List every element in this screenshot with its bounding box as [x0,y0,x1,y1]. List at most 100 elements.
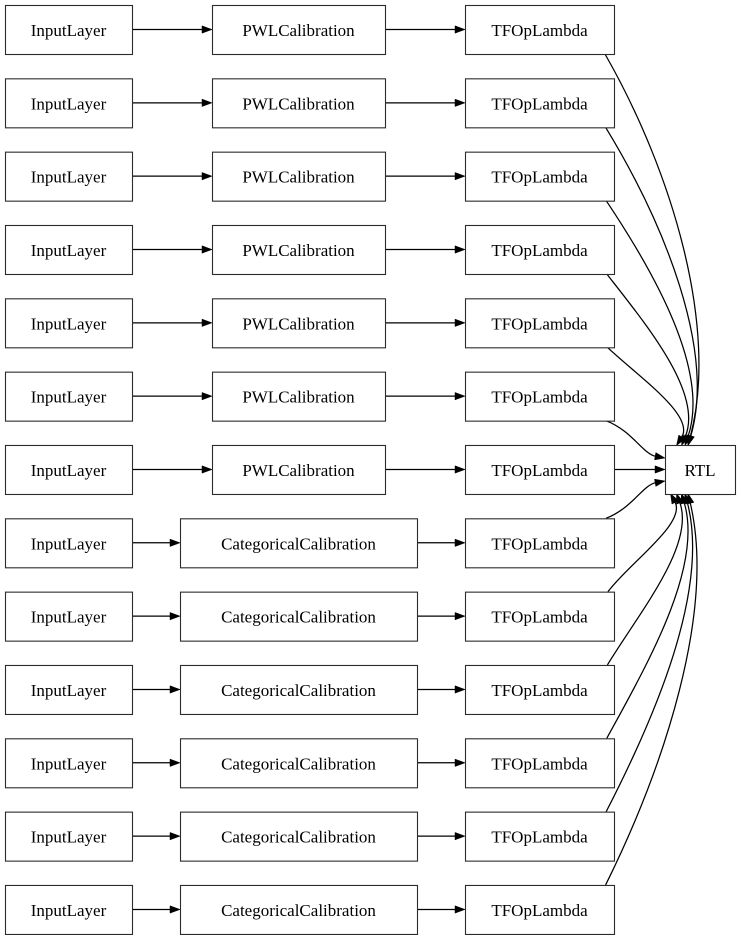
node-input-layer-10[interactable]: InputLayer [4,664,134,716]
node-tfoplambda-6[interactable]: TFOpLambda [464,371,616,422]
node-calibration-11[interactable]: CategoricalCalibration [179,738,419,789]
edge-input-to-calibration-4-arrowhead [201,245,213,254]
node-input-layer-1[interactable]: InputLayer [4,4,134,56]
edge-lambda-to-rtl-9 [607,492,679,593]
node-input-layer-12-label: InputLayer [31,828,107,847]
edge-calibration-to-lambda-10-arrowhead [454,685,466,694]
node-calibration-9-box [179,591,419,642]
node-input-layer-13[interactable]: InputLayer [4,884,134,936]
node-rtl-output[interactable]: RTL [664,444,737,496]
edge-lambda-to-rtl-2 [605,127,698,447]
node-input-layer-2[interactable]: InputLayer [4,78,134,129]
edge-lambda-to-rtl-3-path [605,200,694,437]
node-calibration-10[interactable]: CategoricalCalibration [179,664,419,716]
node-tfoplambda-6-label: TFOpLambda [491,388,588,407]
edge-lambda-to-rtl-7 [613,465,666,474]
edge-lambda-to-rtl-5-path [606,346,685,438]
node-tfoplambda-12[interactable]: TFOpLambda [464,811,616,862]
node-tfoplambda-8-box [464,518,616,569]
node-tfoplambda-10[interactable]: TFOpLambda [464,664,616,716]
edge-input-to-calibration-1-arrowhead [201,25,213,34]
edge-calibration-to-lambda-11-arrowhead [454,758,466,767]
node-input-layer-13-box [4,884,134,936]
edge-lambda-to-rtl-12 [605,492,694,812]
node-input-layer-12[interactable]: InputLayer [4,811,134,862]
node-rtl-output-box [664,444,737,496]
node-calibration-2-box [211,78,387,129]
node-tfoplambda-11[interactable]: TFOpLambda [464,738,616,789]
node-tfoplambda-4-box [464,224,616,276]
node-input-layer-9[interactable]: InputLayer [4,591,134,642]
edge-input-to-calibration-3-arrowhead [201,172,213,181]
node-input-layer-8-label: InputLayer [31,534,107,553]
edge-calibration-to-lambda-4-arrowhead [454,245,466,254]
node-calibration-7[interactable]: PWLCalibration [211,444,387,496]
node-tfoplambda-4[interactable]: TFOpLambda [464,224,616,276]
edge-lambda-to-rtl-4 [606,273,690,447]
node-tfoplambda-1[interactable]: TFOpLambda [464,4,616,56]
node-input-layer-7-label: InputLayer [31,461,107,480]
node-calibration-1[interactable]: PWLCalibration [211,4,387,56]
node-input-layer-7-box [4,444,134,496]
edge-calibration-to-lambda-2 [385,98,466,107]
node-calibration-6-label: PWLCalibration [242,388,355,407]
node-tfoplambda-5[interactable]: TFOpLambda [464,298,616,349]
node-input-layer-8[interactable]: InputLayer [4,518,134,569]
node-calibration-9[interactable]: CategoricalCalibration [179,591,419,642]
edge-input-to-calibration-8 [132,538,181,547]
node-tfoplambda-1-box [464,4,616,56]
edge-input-to-calibration-9 [131,612,181,621]
node-tfoplambda-5-box [464,298,616,349]
node-calibration-2[interactable]: PWLCalibration [211,78,387,129]
node-input-layer-5-box [4,298,134,349]
edge-calibration-to-lambda-9 [416,612,466,621]
node-calibration-4[interactable]: PWLCalibration [211,224,387,276]
node-input-layer-11[interactable]: InputLayer [4,738,134,789]
node-calibration-3-label: PWLCalibration [242,168,355,187]
node-tfoplambda-8[interactable]: TFOpLambda [464,518,616,569]
node-tfoplambda-13-label: TFOpLambda [491,901,588,920]
node-calibration-1-label: PWLCalibration [242,21,355,40]
edge-calibration-to-lambda-12 [416,832,466,841]
node-input-layer-7[interactable]: InputLayer [4,444,134,496]
node-calibration-5-box [211,298,387,349]
edge-lambda-to-rtl-13-arrowhead [686,492,695,505]
node-tfoplambda-10-box [464,664,616,716]
node-tfoplambda-7-label: TFOpLambda [491,461,588,480]
edge-calibration-to-lambda-2-arrowhead [454,98,466,107]
node-input-layer-4[interactable]: InputLayer [4,224,134,276]
node-calibration-4-label: PWLCalibration [242,241,355,260]
edge-calibration-to-lambda-10 [417,685,466,694]
node-calibration-11-box [179,738,419,789]
edge-lambda-to-rtl-4-path [606,273,690,438]
node-tfoplambda-7[interactable]: TFOpLambda [464,444,616,496]
node-calibration-12[interactable]: CategoricalCalibration [179,811,419,862]
node-calibration-8[interactable]: CategoricalCalibration [179,518,419,569]
node-tfoplambda-10-label: TFOpLambda [491,681,588,700]
node-input-layer-3[interactable]: InputLayer [4,151,134,202]
node-input-layer-5[interactable]: InputLayer [4,298,134,349]
edge-lambda-to-rtl-8-arrowhead [654,478,666,487]
node-tfoplambda-3-box [464,151,616,202]
node-calibration-5[interactable]: PWLCalibration [211,298,387,349]
node-tfoplambda-9[interactable]: TFOpLambda [464,591,616,642]
edge-calibration-to-lambda-5-arrowhead [454,318,466,327]
node-calibration-2-label: PWLCalibration [242,94,355,113]
node-tfoplambda-5-label: TFOpLambda [491,314,588,333]
node-input-layer-9-label: InputLayer [31,608,107,627]
edge-input-to-calibration-6 [131,392,213,401]
edge-lambda-to-rtl-6-arrowhead [654,452,666,461]
edge-calibration-to-lambda-5 [384,318,466,327]
node-input-layer-6[interactable]: InputLayer [4,371,134,422]
node-tfoplambda-13[interactable]: TFOpLambda [464,884,616,936]
node-calibration-12-box [179,811,419,862]
node-calibration-3[interactable]: PWLCalibration [211,151,387,202]
edge-lambda-to-rtl-6 [605,420,666,461]
edge-input-to-calibration-2-arrowhead [201,98,213,107]
node-calibration-13[interactable]: CategoricalCalibration [179,884,419,936]
node-tfoplambda-7-box [464,444,616,496]
node-tfoplambda-3[interactable]: TFOpLambda [464,151,616,202]
edge-calibration-to-lambda-6 [384,392,466,401]
node-tfoplambda-2[interactable]: TFOpLambda [464,78,616,129]
node-calibration-6[interactable]: PWLCalibration [211,371,387,422]
